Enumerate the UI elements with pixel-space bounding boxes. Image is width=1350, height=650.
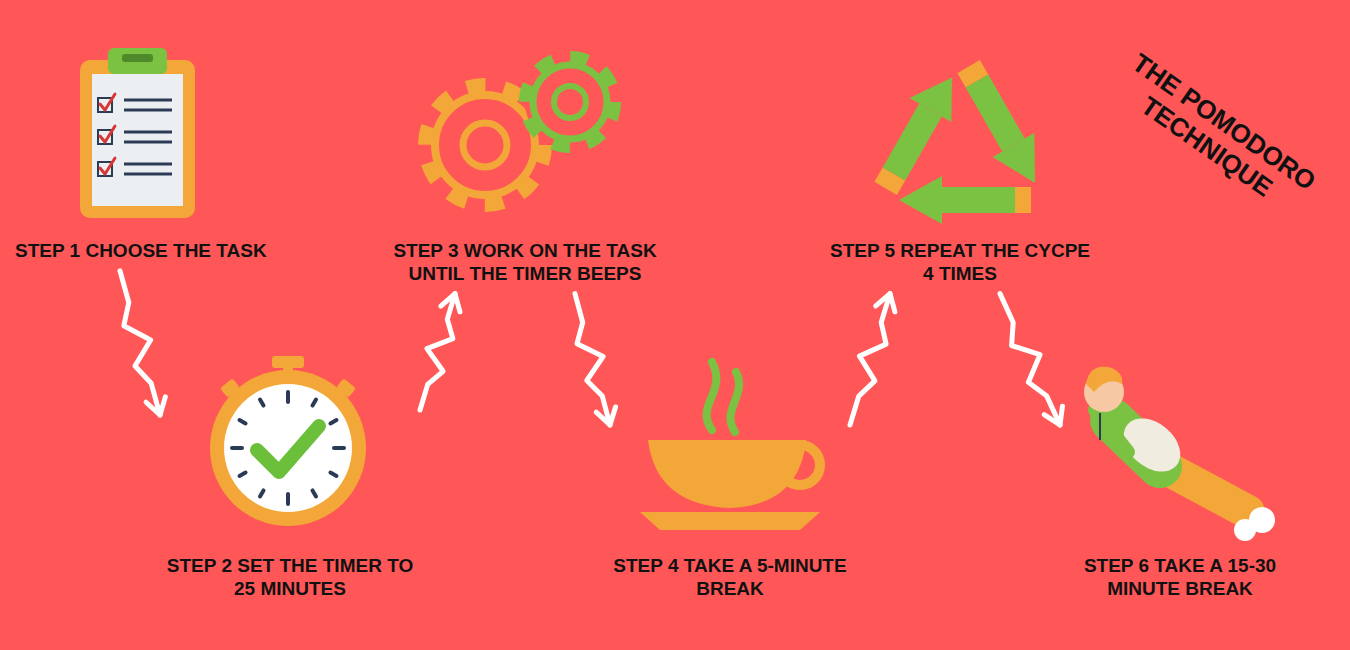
- stopwatch-icon-part: [313, 400, 317, 406]
- clipboard-icon-part: [124, 100, 172, 174]
- step-label: STEP 4 TAKE A 5-MINUTE BREAK: [610, 555, 850, 601]
- stopwatch-icon-part: [224, 384, 352, 512]
- step-node: STEP 1 CHOOSE THE TASK: [15, 45, 280, 271]
- step-label: STEP 6 TAKE A 15-30 MINUTE BREAK: [1060, 555, 1300, 601]
- squiggle-arrow: [420, 294, 460, 410]
- arrow-head: [146, 397, 165, 415]
- tea-cup-icon: [640, 362, 820, 530]
- arrow-head: [596, 407, 615, 425]
- stopwatch-icon-part: [286, 494, 290, 504]
- recycle-icon-part: [886, 174, 894, 188]
- diagram-title: THE POMODORO TECHNIQUE: [1100, 42, 1331, 229]
- squiggle-arrow: [575, 294, 616, 425]
- stopwatch-icon-part: [330, 420, 336, 424]
- stopwatch-icon-part: [240, 473, 246, 477]
- stopwatch-icon-part: [260, 490, 264, 496]
- stopwatch-icon-part: [334, 446, 344, 450]
- recycle-icon-part: [1015, 187, 1031, 213]
- recycle-icon-part: [993, 133, 1035, 183]
- arrow-line: [420, 294, 455, 410]
- stopwatch-icon-part: [330, 473, 336, 477]
- stopwatch-icon-part: [210, 370, 366, 526]
- recycle-icon: [886, 67, 1035, 224]
- resting-person-icon-part: [1086, 367, 1122, 392]
- resting-person-icon-part: [1234, 519, 1256, 541]
- tea-cup-icon-part: [640, 512, 820, 530]
- step-node: STEP 2 SET THE TIMER TO 25 MINUTES: [160, 355, 420, 609]
- gears-icon-part: [463, 123, 507, 167]
- step-label: STEP 1 CHOOSE THE TASK: [15, 240, 280, 263]
- step-node: STEP 4 TAKE A 5-MINUTE BREAK: [610, 355, 850, 609]
- clipboard-icon-part: [100, 94, 115, 174]
- tea-cup-icon-part: [707, 362, 739, 432]
- tea-cup-icon-part: [648, 440, 806, 508]
- clipboard-icon-part: [122, 54, 153, 62]
- step-label: STEP 3 WORK ON THE TASK UNTIL THE TIMER …: [385, 240, 665, 286]
- clipboard-icon-part: [92, 74, 183, 206]
- step-node: STEP 5 REPEAT THE CYCPE 4 TIMES: [825, 45, 1095, 294]
- recycle-icon-part: [910, 77, 952, 122]
- squiggle-arrow: [120, 271, 165, 415]
- gears-icon-part: [435, 95, 535, 195]
- arrow-head: [441, 294, 460, 312]
- arrow-line: [1000, 294, 1060, 425]
- arrow-head: [876, 294, 895, 312]
- recycle-icon-part: [894, 110, 931, 174]
- gears-icon-part: [525, 57, 615, 147]
- arrow-line: [575, 294, 610, 425]
- squiggle-arrow: [1000, 294, 1062, 425]
- stopwatch-icon-part: [232, 446, 242, 450]
- stopwatch-icon-part: [286, 392, 290, 402]
- recycle-icon-part: [969, 67, 977, 81]
- stopwatch-icon-part: [240, 420, 246, 424]
- resting-person-icon-part: [1099, 413, 1101, 440]
- gears-icon-part: [554, 86, 586, 118]
- resting-person-icon: [1084, 367, 1275, 541]
- stopwatch-icon-part: [313, 490, 317, 496]
- stopwatch-icon: [210, 356, 366, 526]
- recycle-icon-part: [942, 187, 1015, 213]
- clipboard-icon: [80, 48, 195, 218]
- stopwatch-icon-part: [260, 400, 264, 406]
- recycle-icon-part: [899, 176, 942, 224]
- clipboard-icon-part: [80, 60, 195, 218]
- resting-person-icon-part: [1095, 410, 1128, 452]
- arrow-head: [1044, 406, 1062, 425]
- squiggle-arrow: [850, 294, 895, 425]
- arrow-line: [850, 294, 890, 425]
- clipboard-icon-part: [108, 48, 167, 74]
- step-node: STEP 3 WORK ON THE TASK UNTIL THE TIMER …: [385, 45, 665, 294]
- recycle-icon-part: [899, 77, 1035, 224]
- arrow-line: [120, 271, 160, 415]
- gears-icon: [425, 57, 615, 205]
- step-label: STEP 5 REPEAT THE CYCPE 4 TIMES: [825, 240, 1095, 286]
- stopwatch-icon-part: [272, 356, 304, 368]
- stopwatch-icon-part: [257, 426, 319, 472]
- recycle-icon-part: [977, 81, 1014, 145]
- recycle-icon-part: [886, 67, 1031, 200]
- gears-icon-part: [533, 65, 607, 139]
- step-label: STEP 2 SET THE TIMER TO 25 MINUTES: [160, 555, 420, 601]
- stopwatch-icon-part: [232, 392, 344, 504]
- step-node: STEP 6 TAKE A 15-30 MINUTE BREAK: [1060, 355, 1300, 609]
